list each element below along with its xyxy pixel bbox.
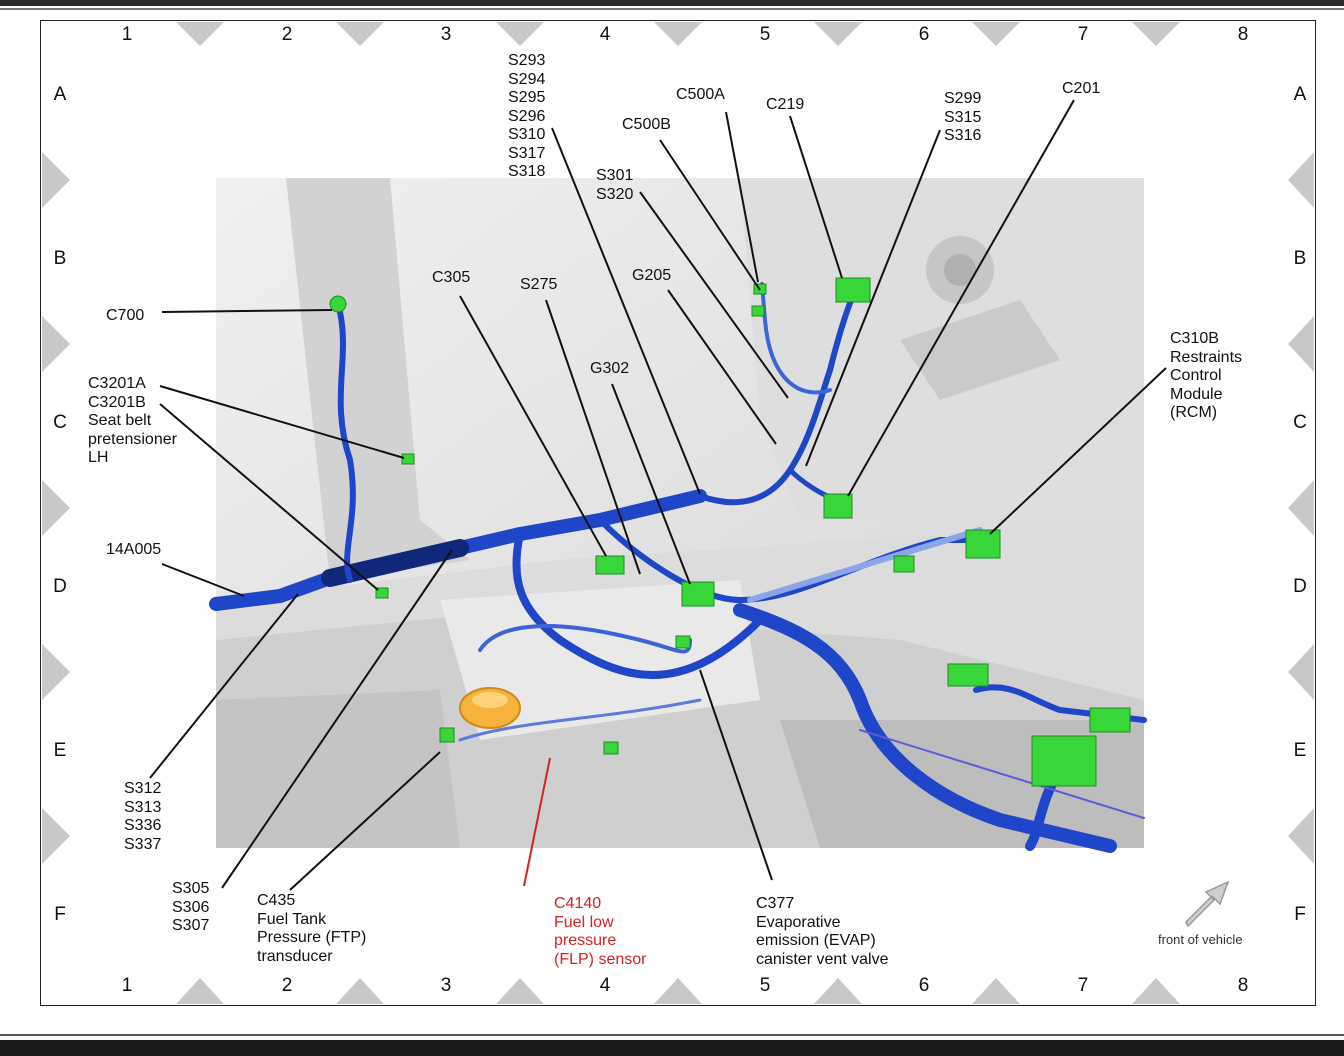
grid-col-3-top: 3 xyxy=(440,24,452,45)
top-rule xyxy=(0,0,1344,6)
leader-lines xyxy=(149,99,1167,891)
fuel-pump-unit xyxy=(459,687,521,729)
grid-row-b-left: B xyxy=(53,248,67,269)
grid-col-2-bottom: 2 xyxy=(281,975,293,996)
grid-col-3-bottom: 3 xyxy=(440,975,452,996)
grid-col-8-bottom: 8 xyxy=(1237,975,1249,996)
label-s275: S275 xyxy=(520,276,558,293)
grid-row-d-right: D xyxy=(1293,576,1307,597)
grid-col-1-bottom: 1 xyxy=(121,975,133,996)
label-s299-group: S299 S315 S316 xyxy=(944,90,982,144)
label-front-of-vehicle: front of vehicle xyxy=(1158,932,1243,947)
grid-col-8-top: 8 xyxy=(1237,24,1249,45)
label-c3201: C3201A C3201B Seat belt pretensioner LH xyxy=(88,375,177,466)
grid-row-c-left: C xyxy=(53,412,67,433)
label-c700: C700 xyxy=(106,307,145,324)
grid-col-6-bottom: 6 xyxy=(918,975,930,996)
grid-row-e-right: E xyxy=(1293,740,1307,761)
label-g205: G205 xyxy=(632,267,672,284)
label-c305: C305 xyxy=(432,269,471,286)
top-rule-thin xyxy=(0,8,1344,10)
grid-col-4-bottom: 4 xyxy=(599,975,611,996)
grid-row-a-left: A xyxy=(53,84,67,105)
grid-col-7-bottom: 7 xyxy=(1077,975,1089,996)
label-s305-group: S305 S306 S307 xyxy=(172,880,210,934)
grid-col-7-top: 7 xyxy=(1077,24,1089,45)
grid-row-f-right: F xyxy=(1294,904,1306,925)
label-c500a: C500A xyxy=(676,86,725,103)
grid-col-5-top: 5 xyxy=(759,24,771,45)
label-c201: C201 xyxy=(1062,80,1101,97)
label-s293-group: S293 S294 S295 S296 S310 S317 S318 xyxy=(508,52,546,180)
grid-markers xyxy=(42,22,1314,1004)
grid-col-6-top: 6 xyxy=(918,24,930,45)
label-s301-group: S301 S320 xyxy=(596,167,634,203)
grid-row-a-right: A xyxy=(1293,84,1307,105)
label-c310b: C310B Restraints Control Module (RCM) xyxy=(1170,330,1243,421)
grid-col-5-bottom: 5 xyxy=(759,975,771,996)
bottom-bar xyxy=(0,1040,1344,1056)
label-c377: C377 Evaporative emission (EVAP) caniste… xyxy=(756,895,889,968)
grid-row-e-left: E xyxy=(53,740,67,761)
grid-row-f-left: F xyxy=(54,904,66,925)
label-c500b: C500B xyxy=(622,116,671,133)
grid-row-d-left: D xyxy=(53,576,67,597)
bottom-rule-thin xyxy=(0,1034,1344,1036)
arrow-up-right-icon xyxy=(1185,880,1230,928)
label-14a005: 14A005 xyxy=(106,541,162,558)
label-s312-group: S312 S313 S336 S337 xyxy=(124,780,162,853)
vehicle-body xyxy=(216,178,1144,848)
label-c435: C435 Fuel Tank Pressure (FTP) transducer xyxy=(257,892,367,965)
grid-col-2-top: 2 xyxy=(281,24,293,45)
connectors xyxy=(329,277,1131,787)
flp-sensor-leader xyxy=(523,757,551,887)
grid-row-b-right: B xyxy=(1293,248,1307,269)
grid-col-1-top: 1 xyxy=(121,24,133,45)
wiring-harness xyxy=(209,282,1147,853)
label-c4140: C4140 Fuel low pressure (FLP) sensor xyxy=(554,895,647,968)
grid-col-4-top: 4 xyxy=(599,24,611,45)
label-c219: C219 xyxy=(766,96,805,113)
label-g302: G302 xyxy=(590,360,630,377)
grid-row-c-right: C xyxy=(1293,412,1307,433)
